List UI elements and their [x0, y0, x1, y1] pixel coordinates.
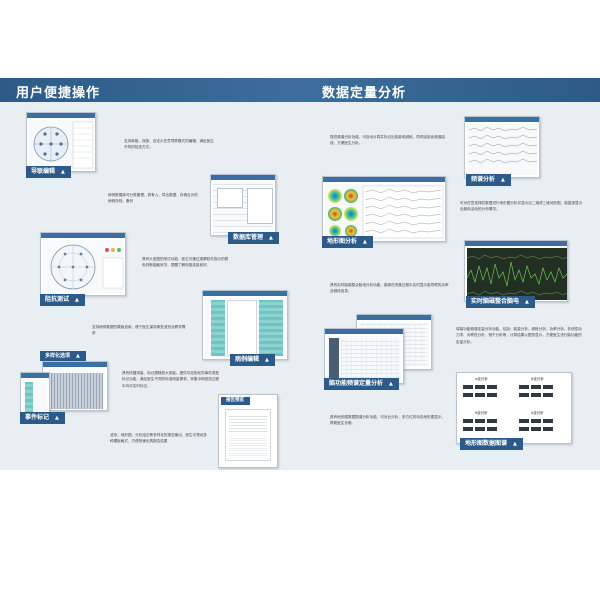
right-section-title: 数据定量分析 — [322, 86, 407, 101]
triangle-up-icon: ▲ — [525, 299, 529, 305]
triangle-up-icon: ▲ — [55, 415, 59, 421]
triangle-up-icon: ▲ — [265, 357, 269, 363]
triangle-up-icon: ▲ — [363, 239, 367, 245]
tag-case-edit: 病例编辑▲ — [230, 354, 275, 366]
topo-compare-grid — [463, 385, 553, 431]
desc-database: 病例数据库可分类管理，具有入、导出数据、存储互为的病例存档、备份 — [108, 193, 198, 204]
desc-impedance: 具有头皮图的测试功能，医生可通过观察软件指示的颜色判断接触状况，提醒了解电极连接… — [142, 257, 229, 268]
tag-report-preview: 报告预览 — [221, 397, 250, 405]
desc-report: 波形、地形图、分析结论等多样化的报告输出，医生可预设多种模板格式，方便快速出具报… — [110, 433, 208, 444]
label-theta: θ波分析 — [475, 411, 488, 415]
impedance-screenshot — [40, 232, 126, 296]
triangle-up-icon: ▲ — [61, 169, 65, 175]
topography-heatmaps — [328, 185, 444, 239]
triangle-up-icon: ▲ — [389, 381, 393, 387]
realtime-screenshot — [464, 240, 568, 302]
label-delta: δ波分析 — [531, 411, 544, 415]
triangle-up-icon: ▲ — [269, 235, 273, 241]
triangle-up-icon: ▲ — [513, 441, 517, 447]
trend-screenshot-front — [324, 328, 404, 384]
report-preview-screenshot: 报告预览 — [218, 394, 278, 468]
database-screenshot — [210, 174, 276, 236]
label-alpha: α波分析 — [475, 377, 488, 381]
impedance-head-diagram — [50, 244, 124, 290]
topography-screenshot — [322, 176, 446, 242]
tag-realtime: 实时脑磁整合脑电▲ — [466, 296, 535, 308]
desc-realtime: 具有实时脑磁整合脑电分析功能，能够在采集过程中实时显示各导联的功率及频段信息。 — [330, 283, 449, 294]
triangle-up-icon: ▲ — [501, 177, 505, 183]
desc-montage-editor: 支持单极、双极、自定义任意导联模式的编辑，满足医生不同的检查方式。 — [124, 139, 214, 150]
desc-trend: 将脑功能频谱定量分析功能，包括：能量分析、频段分析、功率分析、非线性动力学、对称… — [456, 327, 582, 344]
desc-topography: 可对任意选择的数据进行地形图分析并显示出二维或三维地形图，能直观显示出脑电活动的… — [460, 201, 583, 212]
tag-multi-option: 多样化选项▲ — [40, 351, 86, 361]
tag-impedance: 阻抗测试▲ — [40, 294, 85, 306]
montage-editor-screenshot — [26, 112, 96, 172]
tag-database: 数据库管理▲ — [228, 232, 279, 244]
desc-event-marker: 具有快捷测量、标记跟随放大测量。提供可定制化的事件类型标记功能，满足医生不同的标… — [122, 371, 220, 388]
left-section-title: 用户便捷操作 — [16, 86, 101, 101]
tag-spectrum: 频谱分析▲ — [466, 174, 511, 186]
tag-topo-compare: 地形图数据图谱▲ — [460, 438, 523, 450]
triangle-up-icon: ▲ — [76, 353, 80, 359]
tag-trend: 脑功能频谱定量分析▲ — [324, 378, 399, 390]
label-beta: β波分析 — [531, 377, 544, 381]
section-header-bar: 用户便捷操作 数据定量分析 — [0, 78, 600, 102]
desc-topo-compare: 具有地形图数据图谱分析功能，可对比分析、多方位的动态地形图显示，帮助医生诊断。 — [330, 415, 445, 426]
tag-event-marker: 事件标记▲ — [20, 412, 65, 424]
tag-topography: 地形图分析▲ — [322, 236, 373, 248]
realtime-waveform — [466, 248, 567, 300]
multi-option-screenshot — [42, 361, 108, 411]
tag-montage-editor: 导联编辑▲ — [26, 166, 71, 178]
desc-spectrum: 提供频谱分析功能，可自动计算并标记出各脑电频段，同时绘制出频谱曲线，方便医生分析… — [330, 135, 445, 146]
product-brochure: 用户便捷操作 数据定量分析 导联 — [0, 78, 600, 470]
desc-case-edit: 支持病例数据的模版选用、便于医生保存典型波形及教学需求 — [92, 325, 186, 336]
case-edit-screenshot — [202, 290, 288, 360]
triangle-up-icon: ▲ — [75, 297, 79, 303]
montage-head-diagram — [33, 121, 94, 169]
event-marker-screenshot — [20, 372, 50, 416]
topo-compare-screenshot: α波分析 β波分析 θ波分析 δ波分析 — [456, 372, 572, 444]
spectrum-screenshot — [464, 116, 540, 178]
spectrum-waveforms — [468, 126, 538, 164]
